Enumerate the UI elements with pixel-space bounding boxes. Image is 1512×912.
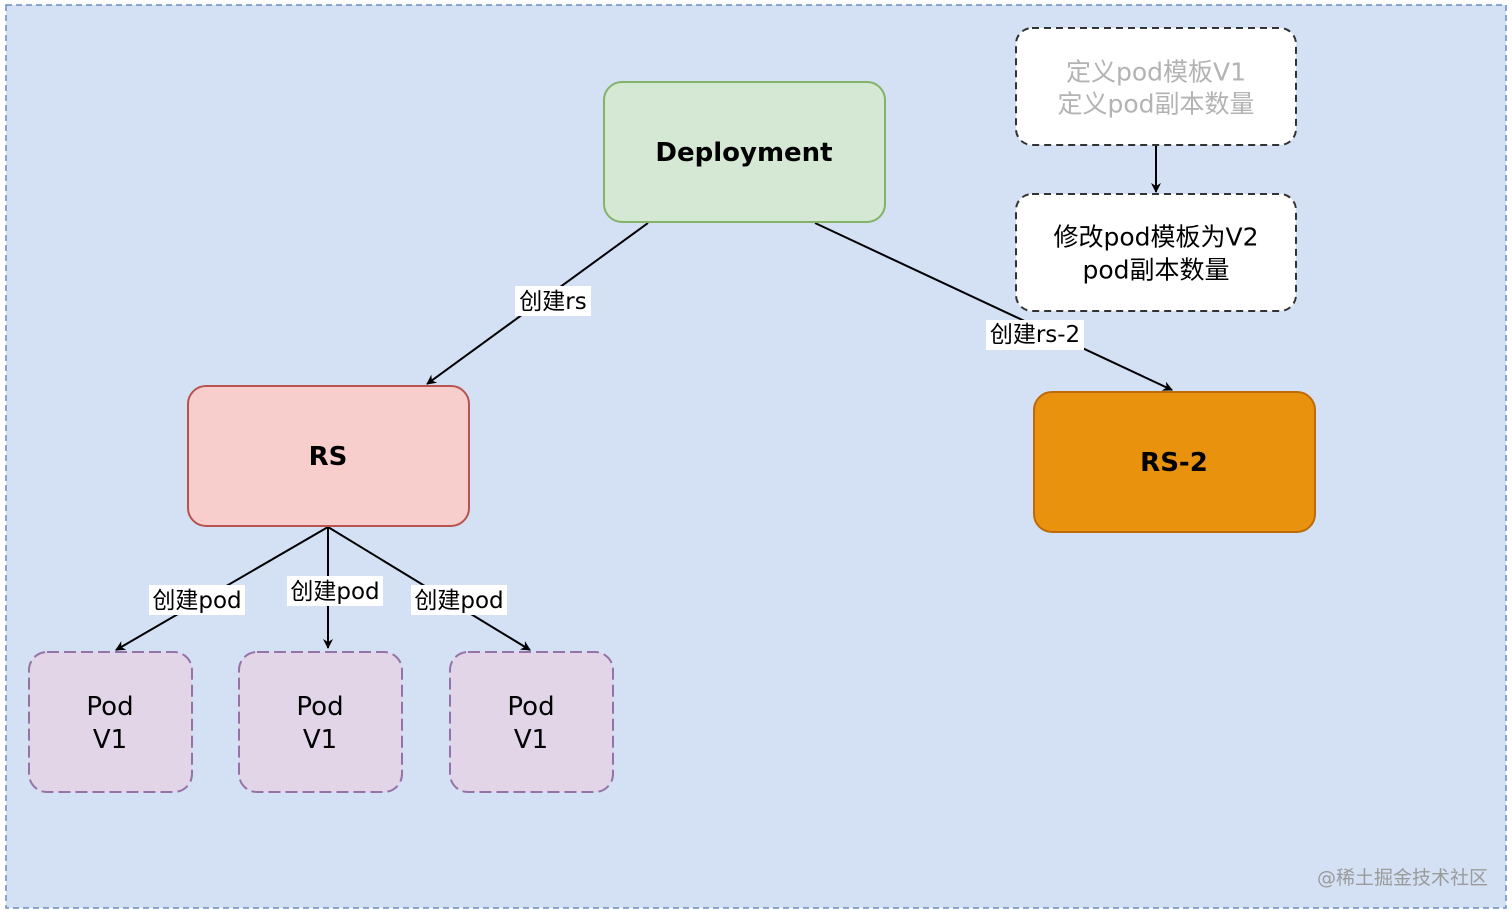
edge-label-create-rs: 创建rs xyxy=(519,289,586,315)
pod-label-line2: V1 xyxy=(303,725,337,755)
pod-label-line1: Pod xyxy=(296,692,343,722)
pod-label-line1: Pod xyxy=(86,692,133,722)
note-old-line1: 定义pod模板V1 xyxy=(1066,58,1246,87)
pod-label-line2: V1 xyxy=(93,725,127,755)
edge-label-bg-create-rs xyxy=(515,286,591,316)
edge-label-bg-create-pod-mid xyxy=(287,576,383,606)
edge-label-bg-create-pod-left xyxy=(149,585,245,615)
edge-label-create-rs2: 创建rs-2 xyxy=(990,322,1080,348)
pod-node[interactable]: Pod V1 xyxy=(28,651,193,793)
edge-label-create-pod-right: 创建pod xyxy=(414,588,503,614)
note-new-line2: pod副本数量 xyxy=(1082,256,1229,285)
rs2-node[interactable]: RS-2 xyxy=(1033,391,1316,533)
note-new-line1: 修改pod模板为V2 xyxy=(1053,223,1258,252)
edge-label-bg-create-rs2 xyxy=(986,320,1084,350)
note-new-template[interactable]: 修改pod模板为V2 pod副本数量 xyxy=(1015,193,1297,312)
note-old-template[interactable]: 定义pod模板V1 定义pod副本数量 xyxy=(1015,27,1297,146)
edge-deployment-to-rs2 xyxy=(814,222,1173,391)
note-old-line2: 定义pod副本数量 xyxy=(1057,90,1254,119)
rs-node[interactable]: RS xyxy=(187,385,470,527)
pod-label-line1: Pod xyxy=(507,692,554,722)
edge-label-bg-create-pod-right xyxy=(411,585,507,615)
pod-node[interactable]: Pod V1 xyxy=(238,651,403,793)
deployment-node[interactable]: Deployment xyxy=(603,81,886,223)
rs-label: RS xyxy=(309,442,348,472)
watermark: @稀土掘金技术社区 xyxy=(1317,867,1488,889)
edge-label-create-pod-left: 创建pod xyxy=(152,588,241,614)
edge-label-create-pod-mid: 创建pod xyxy=(290,579,379,605)
deployment-label: Deployment xyxy=(655,138,832,168)
pod-node[interactable]: Pod V1 xyxy=(449,651,614,793)
pod-label-line2: V1 xyxy=(514,725,548,755)
rs2-label: RS-2 xyxy=(1140,448,1208,478)
